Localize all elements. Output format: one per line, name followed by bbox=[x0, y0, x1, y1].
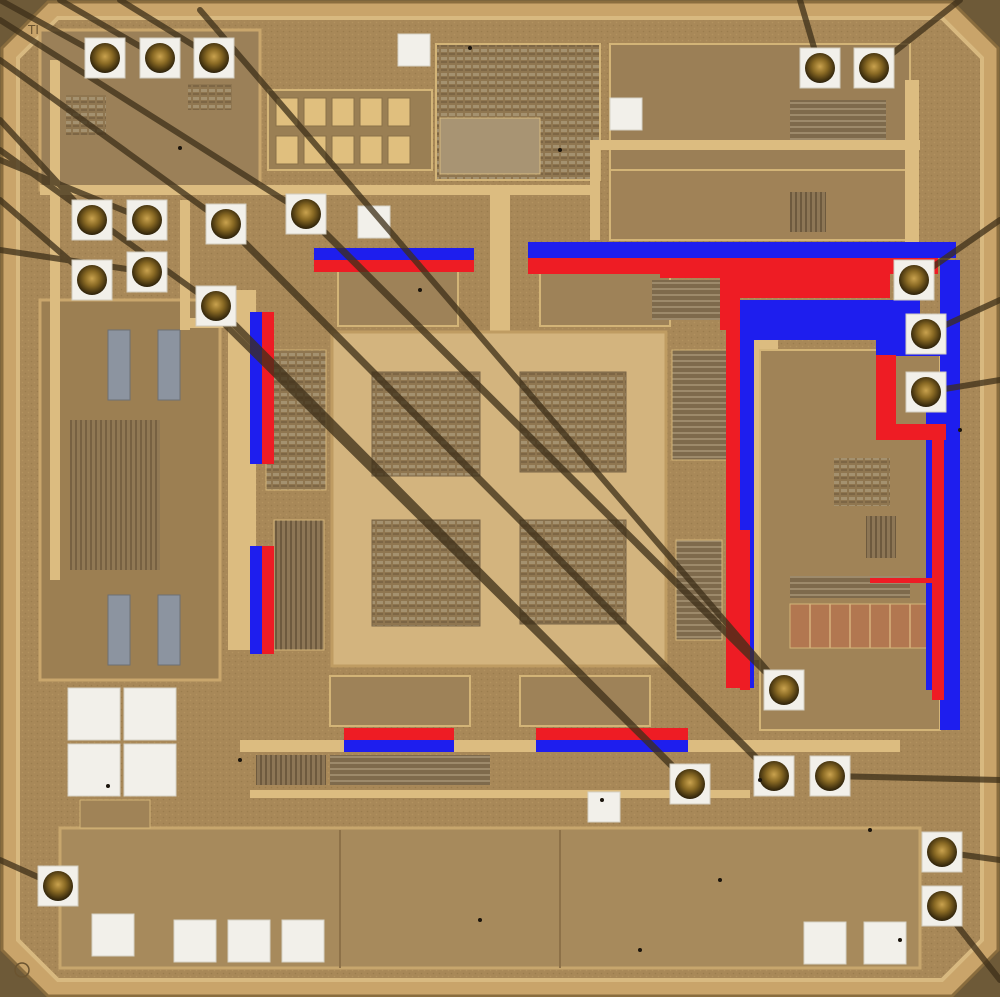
bond-pad bbox=[285, 193, 327, 235]
bond-ball bbox=[675, 769, 705, 799]
bond-pad bbox=[799, 47, 841, 89]
bond-ball bbox=[90, 43, 120, 73]
bond-ball bbox=[201, 291, 231, 321]
bond-pad bbox=[71, 199, 113, 241]
bond-ball bbox=[759, 761, 789, 791]
mask-mark bbox=[14, 962, 30, 978]
bond-pad bbox=[905, 313, 947, 355]
bond-pad bbox=[126, 251, 168, 293]
bond-wire bbox=[212, 302, 694, 788]
right-analog-block bbox=[759, 349, 941, 731]
bond-pad bbox=[853, 47, 895, 89]
bond-pad bbox=[193, 37, 235, 79]
bond-pad bbox=[809, 755, 851, 797]
bond-pad bbox=[763, 669, 805, 711]
bond-ball bbox=[145, 43, 175, 73]
bond-wire bbox=[302, 210, 788, 694]
bond-ball bbox=[927, 891, 957, 921]
dust-speck bbox=[468, 46, 472, 50]
bond-ball bbox=[77, 265, 107, 295]
bond-wire bbox=[827, 773, 1000, 783]
bond-ball bbox=[769, 675, 799, 705]
bond-wire bbox=[0, 17, 309, 217]
bond-ball bbox=[132, 257, 162, 287]
dust-speck bbox=[868, 828, 872, 832]
dust-speck bbox=[718, 878, 722, 882]
dust-speck bbox=[600, 798, 604, 802]
dust-speck bbox=[558, 148, 562, 152]
dust-speck bbox=[106, 784, 110, 788]
bond-wire bbox=[222, 220, 778, 780]
bond-pad bbox=[921, 831, 963, 873]
dust-speck bbox=[478, 918, 482, 922]
bond-ball bbox=[927, 837, 957, 867]
bond-ball bbox=[859, 53, 889, 83]
bond-ball bbox=[911, 319, 941, 349]
bond-pad bbox=[195, 285, 237, 327]
bond-pad bbox=[205, 203, 247, 245]
dust-speck bbox=[958, 428, 962, 432]
bond-ball bbox=[132, 205, 162, 235]
bond-ball bbox=[805, 53, 835, 83]
bond-pad bbox=[921, 885, 963, 927]
bond-pad bbox=[139, 37, 181, 79]
bond-pad bbox=[37, 865, 79, 907]
bond-pad bbox=[905, 371, 947, 413]
bond-pad bbox=[669, 763, 711, 805]
bond-pads bbox=[37, 37, 963, 927]
bond-ball bbox=[899, 265, 929, 295]
bond-wire bbox=[197, 7, 787, 693]
bond-ball bbox=[911, 377, 941, 407]
core-quadrant-blocks bbox=[371, 371, 627, 627]
bond-pad bbox=[71, 259, 113, 301]
ti-logo-mark: TI bbox=[27, 23, 39, 37]
dust-specks bbox=[106, 46, 962, 952]
bond-ball bbox=[43, 871, 73, 901]
bond-pad bbox=[126, 199, 168, 241]
dust-speck bbox=[638, 948, 642, 952]
bond-ball bbox=[199, 43, 229, 73]
dust-speck bbox=[898, 938, 902, 942]
dust-speck bbox=[758, 778, 762, 782]
dust-speck bbox=[238, 758, 242, 762]
dust-speck bbox=[418, 288, 422, 292]
bond-ball bbox=[815, 761, 845, 791]
dust-speck bbox=[178, 146, 182, 150]
bond-ball bbox=[211, 209, 241, 239]
bond-ball bbox=[77, 205, 107, 235]
bond-ball bbox=[291, 199, 321, 229]
bond-pad bbox=[84, 37, 126, 79]
bond-pad bbox=[753, 755, 795, 797]
probe-pads bbox=[67, 33, 907, 965]
bond-pad bbox=[893, 259, 935, 301]
bond-wire bbox=[0, 57, 229, 227]
